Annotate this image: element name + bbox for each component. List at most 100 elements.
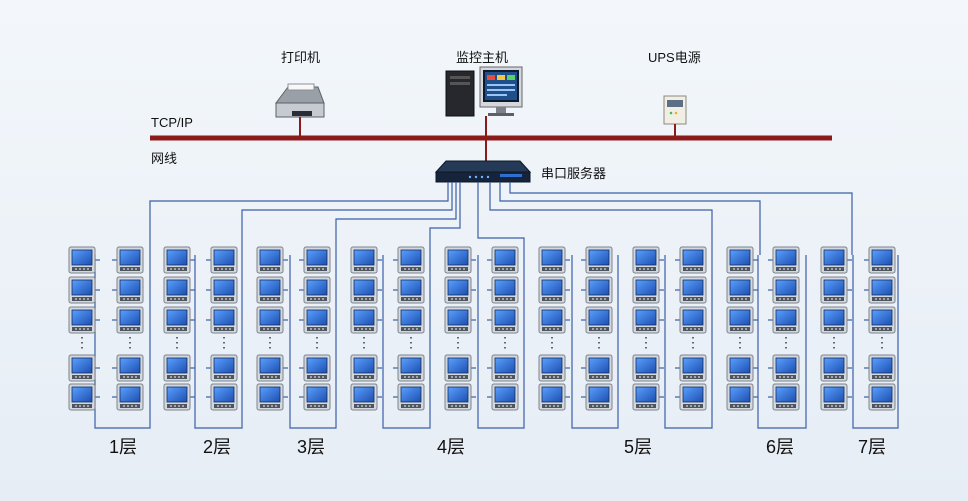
meter-grid: ⋮⋮⋮⋮⋮⋮⋮⋮⋮⋮⋮⋮⋮⋮⋮⋮⋮⋮ (68, 246, 896, 411)
power-meter-icon (303, 306, 331, 334)
power-meter-icon (772, 276, 800, 304)
power-meter-icon (491, 276, 519, 304)
power-meter-icon (538, 354, 566, 382)
power-meter-icon (210, 306, 238, 334)
power-meter-icon (303, 246, 331, 274)
ellipsis-dots: ⋮ (779, 334, 793, 350)
power-meter-icon (350, 383, 378, 411)
power-meter-icon (397, 246, 425, 274)
printer-label: 打印机 (281, 50, 321, 65)
power-meter-icon (585, 354, 613, 382)
power-meter-icon (256, 246, 284, 274)
power-meter-icon (679, 306, 707, 334)
network-line-label: 网线 (151, 151, 178, 166)
bus-line (335, 182, 457, 255)
bus-line (382, 255, 431, 429)
power-meter-icon (68, 306, 96, 334)
power-meter-icon (116, 383, 144, 411)
floor-label-1: 1层 (109, 437, 138, 457)
power-meter-icon (350, 246, 378, 274)
power-meter-icon (868, 306, 896, 334)
power-meter-icon (585, 383, 613, 411)
power-meter-icon (256, 383, 284, 411)
power-meter-icon (350, 354, 378, 382)
power-meter-icon (820, 354, 848, 382)
bus-line (429, 182, 461, 255)
bus-line (477, 182, 525, 255)
power-meter-icon (538, 276, 566, 304)
power-meter-icon (491, 354, 519, 382)
power-meter-icon (303, 276, 331, 304)
power-meter-icon (303, 354, 331, 382)
power-meter-icon (820, 276, 848, 304)
ups-label: UPS电源 (648, 50, 701, 65)
power-meter-icon (868, 246, 896, 274)
printer-icon (275, 83, 325, 118)
power-meter-icon (350, 306, 378, 334)
power-meter-icon (679, 383, 707, 411)
power-meter-icon (772, 246, 800, 274)
bus-line (194, 255, 243, 429)
power-meter-icon (210, 383, 238, 411)
floor-label-5: 5层 (624, 437, 653, 457)
power-meter-icon (68, 276, 96, 304)
ellipsis-dots: ⋮ (263, 334, 277, 350)
power-meter-icon (256, 354, 284, 382)
bus-line (757, 255, 807, 429)
power-meter-icon (679, 246, 707, 274)
monitor-host-icon (445, 66, 523, 117)
power-meter-icon (772, 306, 800, 334)
bus-line (664, 255, 713, 429)
bus-line (289, 255, 337, 429)
power-meter-icon (868, 276, 896, 304)
power-meter-icon (491, 306, 519, 334)
power-meter-icon (632, 246, 660, 274)
power-meter-icon (116, 276, 144, 304)
power-meter-icon (116, 246, 144, 274)
ellipsis-dots: ⋮ (875, 334, 889, 350)
power-meter-icon (163, 354, 191, 382)
ellipsis-dots: ⋮ (545, 334, 559, 350)
ellipsis-dots: ⋮ (217, 334, 231, 350)
ellipsis-dots: ⋮ (404, 334, 418, 350)
bus-line (499, 182, 761, 255)
power-meter-icon (116, 354, 144, 382)
power-meter-icon (632, 354, 660, 382)
power-meter-icon (397, 383, 425, 411)
floor-label-7: 7层 (858, 437, 887, 457)
floor-label-6: 6层 (766, 437, 795, 457)
power-meter-icon (210, 246, 238, 274)
ellipsis-dots: ⋮ (310, 334, 324, 350)
power-meter-icon (679, 276, 707, 304)
power-meter-icon (163, 276, 191, 304)
tcpip-label: TCP/IP (151, 115, 193, 130)
power-meter-icon (726, 383, 754, 411)
power-meter-icon (772, 354, 800, 382)
ellipsis-dots: ⋮ (592, 334, 606, 350)
power-meter-icon (585, 306, 613, 334)
power-meter-icon (256, 306, 284, 334)
rs485-bus-lines (94, 182, 899, 429)
ellipsis-dots: ⋮ (123, 334, 137, 350)
power-meter-icon (726, 306, 754, 334)
ellipsis-dots: ⋮ (451, 334, 465, 350)
power-meter-icon (726, 354, 754, 382)
ellipsis-dots: ⋮ (357, 334, 371, 350)
power-meter-icon (772, 383, 800, 411)
power-meter-icon (256, 276, 284, 304)
power-meter-icon (68, 246, 96, 274)
power-meter-icon (68, 383, 96, 411)
power-meter-icon (538, 246, 566, 274)
power-meter-icon (397, 354, 425, 382)
power-meter-icon (444, 246, 472, 274)
power-meter-icon (397, 276, 425, 304)
power-meter-icon (444, 306, 472, 334)
power-meter-icon (585, 276, 613, 304)
power-meter-icon (632, 276, 660, 304)
power-meter-icon (303, 383, 331, 411)
power-meter-icon (163, 246, 191, 274)
ellipsis-dots: ⋮ (498, 334, 512, 350)
power-meter-icon (68, 354, 96, 382)
ellipsis-dots: ⋮ (170, 334, 184, 350)
